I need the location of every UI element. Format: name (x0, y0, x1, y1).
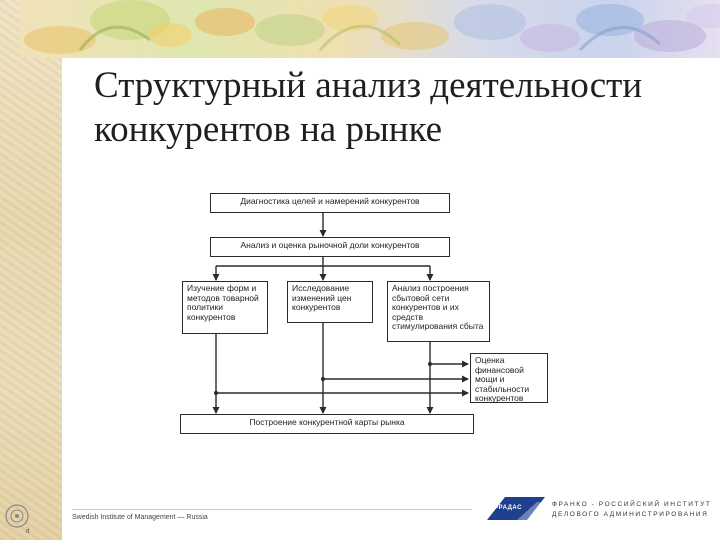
box-market-share: Анализ и оценка рыночной доли конкуренто… (210, 237, 450, 257)
box-financial-strength: Оценка финансовой мощи и стабильности ко… (470, 353, 548, 403)
fradas-logo: ФРАДАС (487, 497, 545, 521)
logo-text: ФРАДАС (493, 505, 522, 511)
slide-title: Структурный анализ деятельности конкурен… (94, 64, 704, 152)
institute-line-2: ДЕЛОВОГО АДМИНИСТРИРОВАНИЯ (552, 511, 709, 518)
page-mark: it (26, 528, 30, 535)
emblem-icon (5, 504, 29, 528)
title-line-1: Структурный анализ деятельности (94, 65, 643, 106)
junction-dot-2 (321, 377, 325, 381)
footer-institute-text: Swedish Institute of Management — Russia (72, 514, 208, 521)
title-line-2: конкурентов на рынке (94, 109, 443, 150)
footer-divider (72, 509, 472, 510)
box-price-changes: Исследование изменений цен конкурентов (287, 281, 373, 323)
box-competitive-map: Построение конкурентной карты рынка (180, 414, 474, 434)
box-goal-diagnostics: Диагностика целей и намерений конкуренто… (210, 193, 450, 213)
box-sales-network: Анализ построения сбытовой сети конкурен… (387, 281, 490, 342)
floral-banner (20, 0, 720, 58)
junction-dot-3 (214, 391, 218, 395)
parchment-sidebar (0, 0, 62, 540)
box-product-policy: Изучение форм и методов товарной политик… (182, 281, 268, 334)
institute-name: ФРАНКО - РОССИЙСКИЙ ИНСТИТУТ ДЕЛОВОГО АД… (552, 500, 711, 520)
footer-emblem-area: it (0, 496, 62, 540)
junction-dot-1 (428, 362, 432, 366)
institute-line-1: ФРАНКО - РОССИЙСКИЙ ИНСТИТУТ (552, 501, 712, 508)
